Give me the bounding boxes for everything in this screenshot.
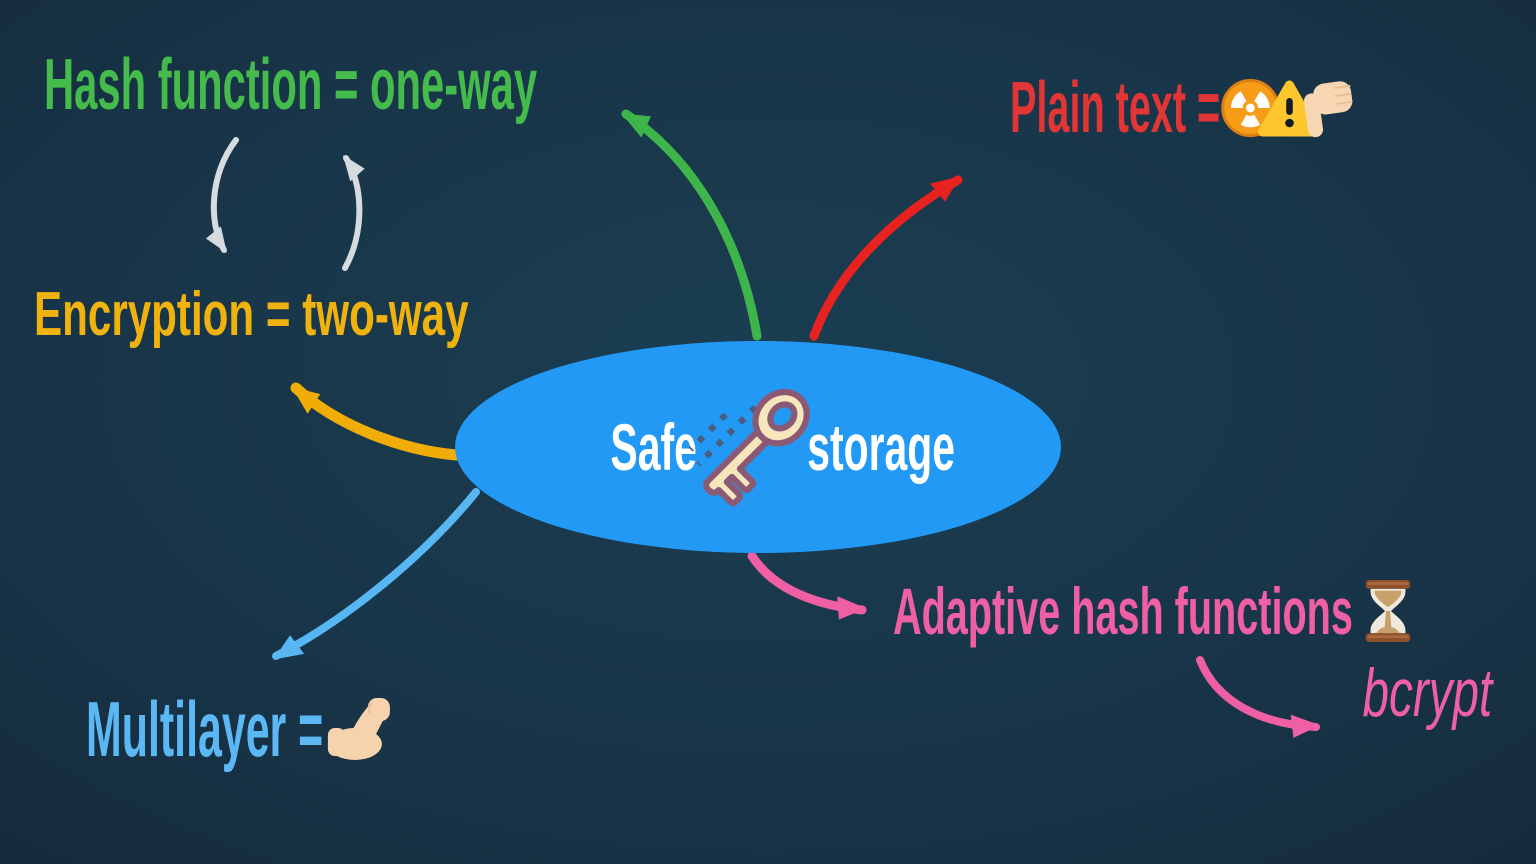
branch-plain-text: Plain text = — [1010, 68, 1353, 148]
encryption-label: Encryption = two-way — [34, 280, 469, 349]
branch-adaptive-hash: Adaptive hash functions — [893, 574, 1411, 648]
bcrypt-label: bcrypt — [1362, 655, 1492, 731]
adaptive-hash-label: Adaptive hash functions — [893, 574, 1353, 648]
arrow-center-to-plain-text — [809, 175, 963, 341]
key-icon — [677, 368, 827, 526]
branch-encryption: Encryption = two-way — [34, 284, 469, 346]
arrow-adaptive-to-bcrypt — [1196, 656, 1321, 738]
plain-text-label: Plain text = — [1010, 68, 1221, 148]
arrow-center-to-encryption — [290, 382, 462, 461]
central-label-left: Safe — [610, 410, 697, 484]
arrow-center-to-hash — [621, 109, 762, 341]
branch-multilayer: Multilayer = — [86, 685, 391, 773]
flexed-biceps-icon — [326, 696, 394, 762]
thumbs-down-icon — [1297, 75, 1361, 141]
branch-bcrypt: bcrypt — [1362, 659, 1492, 727]
arrow-cycle-left — [205, 137, 239, 253]
warning-icon — [1255, 77, 1323, 139]
central-node-content: Safe storage — [610, 368, 955, 526]
arrow-cycle-right — [342, 155, 365, 271]
central-label-right: storage — [807, 410, 956, 484]
multilayer-label: Multilayer = — [86, 685, 324, 773]
hash-function-label: Hash function = one-way — [44, 45, 538, 125]
arrow-center-to-multilayer — [272, 488, 480, 660]
hourglass-icon — [1362, 579, 1414, 643]
central-node-safe-storage: Safe storage — [455, 341, 1061, 553]
arrow-center-to-adaptive — [747, 551, 867, 620]
branch-hash-function: Hash function = one-way — [44, 49, 537, 121]
